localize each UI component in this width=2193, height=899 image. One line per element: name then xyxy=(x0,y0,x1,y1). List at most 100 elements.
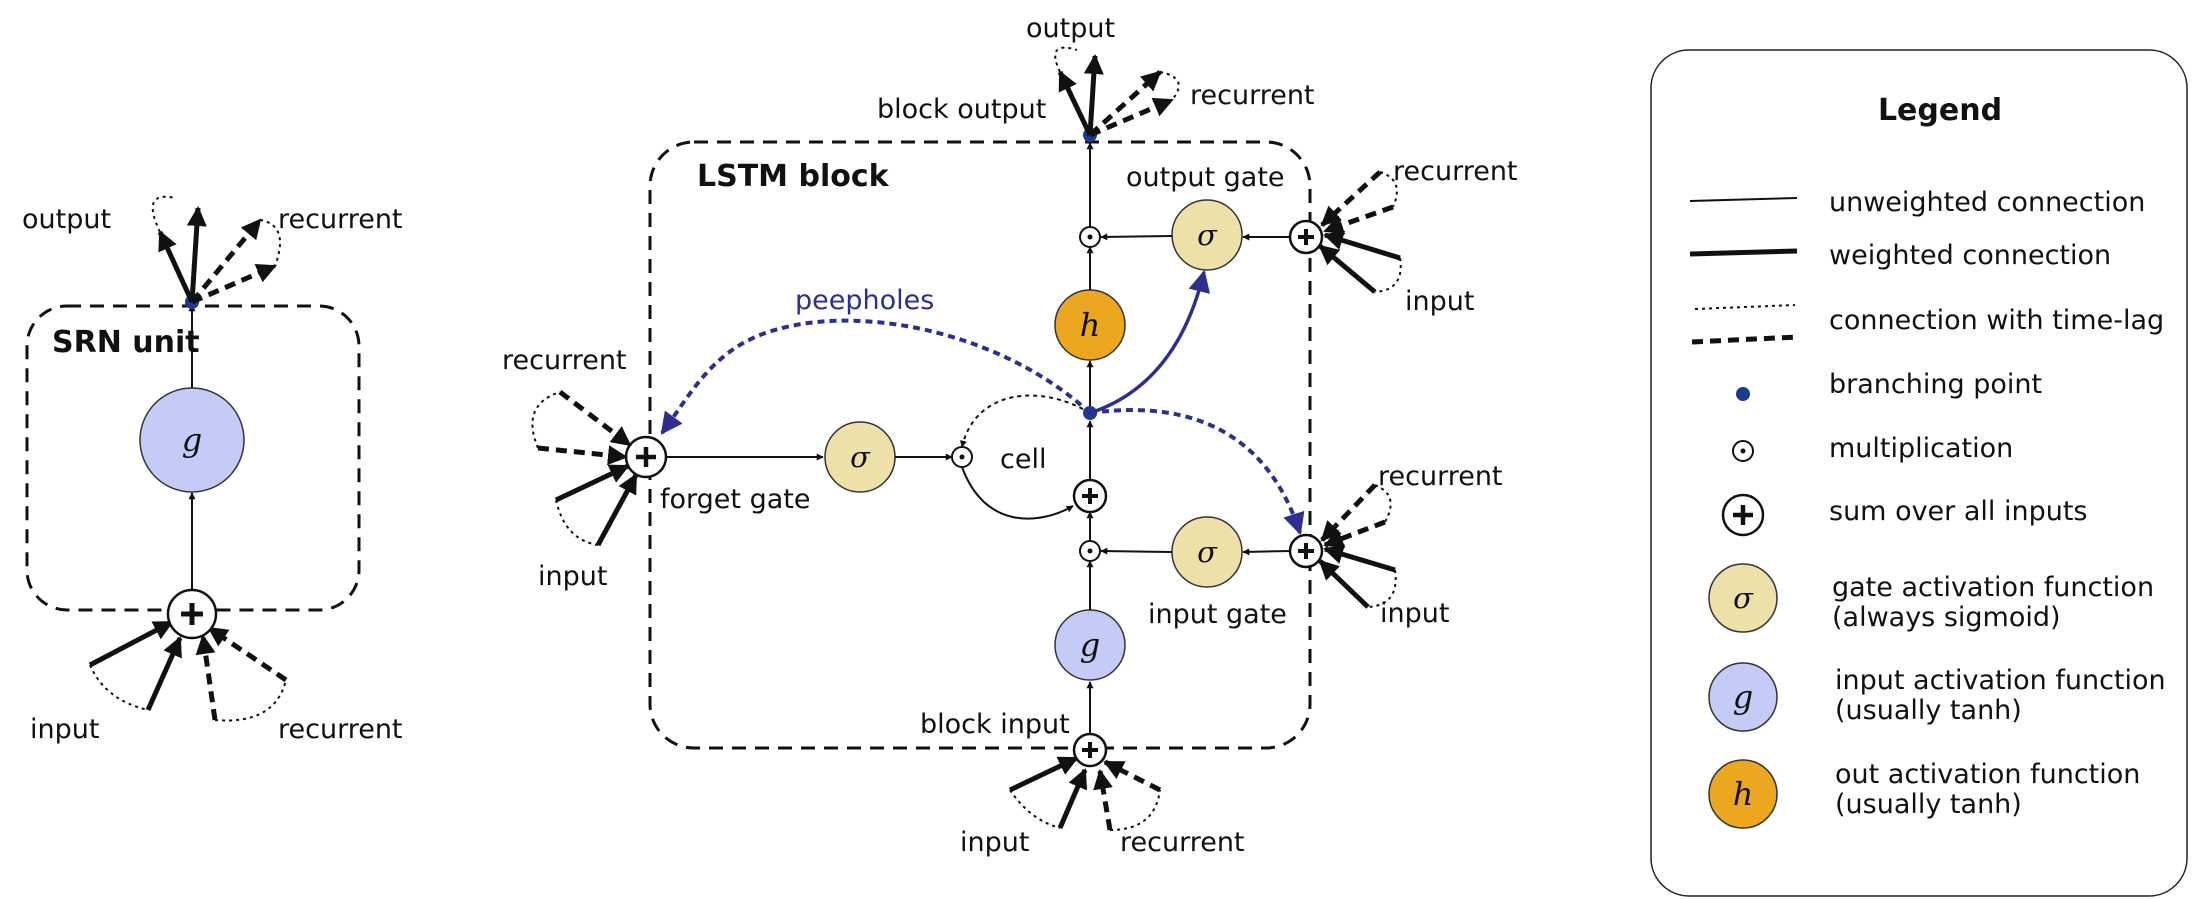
lstm-output-weighted-1 xyxy=(1057,70,1093,137)
legend: Legend unweighted connection weighted co… xyxy=(1650,49,2188,897)
lstm-input-gate-input-weighted-1 xyxy=(1323,544,1396,573)
lstm-forget-recurrent-label: recurrent xyxy=(502,345,627,376)
legend-output-activation-label-2: (usually tanh) xyxy=(1835,789,2022,820)
lstm-output-gate-input-label: input xyxy=(1405,286,1474,317)
lstm-title: LSTM block xyxy=(697,159,890,194)
lstm-input-gate-symbol: σ xyxy=(1197,535,1218,569)
lstm-output-label: output xyxy=(1026,13,1115,44)
legend-gate-label-2: (always sigmoid) xyxy=(1832,602,2061,633)
legend-gate-swatch xyxy=(1708,563,1778,633)
lstm-peephole-output xyxy=(1089,269,1211,415)
legend-weighted-label: weighted connection xyxy=(1829,240,2111,271)
lstm-input-activation-symbol: g xyxy=(1080,626,1100,664)
legend-timelag-thin-swatch xyxy=(1694,304,1796,310)
lstm-input-gate-input-weighted-2 xyxy=(1318,559,1370,609)
lstm-input-gate-sum-to-sigma xyxy=(1242,548,1291,556)
srn-recurrent-timelag-1 xyxy=(195,634,218,721)
srn-output-weighted-2 xyxy=(186,206,207,303)
srn-output-bracket xyxy=(151,195,176,233)
legend-output-activation-label-1: out activation function xyxy=(1835,759,2140,790)
legend-unweighted-label: unweighted connection xyxy=(1829,187,2145,218)
lstm-cell-sum-plus-icon xyxy=(1082,488,1098,504)
lstm-bottom-input-weighted-1 xyxy=(1008,755,1079,793)
srn-recurrent-bottom-label: recurrent xyxy=(278,714,403,745)
srn-input-bracket xyxy=(89,664,149,711)
lstm-forget-gate-plus-icon xyxy=(636,447,656,467)
lstm-bottom-input-bracket xyxy=(1009,789,1061,829)
srn-recurrent-out-bracket xyxy=(259,219,281,267)
lstm-forget-recurrent-timelag-2 xyxy=(558,390,632,447)
legend-title: Legend xyxy=(1878,93,2002,128)
srn-unit: SRN unit input recurrent g output recurr… xyxy=(22,195,403,745)
legend-input-activation-label-2: (usually tanh) xyxy=(1835,695,2022,726)
lstm-output-gate-input-weighted-1 xyxy=(1323,230,1401,261)
lstm-output-gate-recurrent-label: recurrent xyxy=(1393,156,1518,187)
legend-input-activation-symbol: g xyxy=(1733,678,1753,716)
lstm-output-activation-symbol: h xyxy=(1080,306,1101,344)
lstm-output-gate-recurrent-timelag-2 xyxy=(1323,204,1394,235)
lstm-recurrent-out-bracket xyxy=(1159,71,1180,101)
legend-box xyxy=(1650,49,2188,897)
lstm-peephole-forget xyxy=(660,318,1092,435)
lstm-block-input-label: block input xyxy=(920,709,1070,740)
lstm-input-mult-dot-icon xyxy=(1087,548,1093,554)
lstm-bottom-recurrent-timelag-1 xyxy=(1093,769,1113,831)
srn-input-weighted-2 xyxy=(145,636,183,712)
lstm-forget-recurrent-bracket xyxy=(531,391,561,449)
lstm-input-gate-to-mult xyxy=(1100,547,1173,555)
lstm-block: LSTM block input recurrent block input g… xyxy=(502,13,1518,858)
legend-output-activation-symbol: h xyxy=(1733,775,1754,813)
lstm-output-gate-input-weighted-2 xyxy=(1318,244,1377,294)
lstm-forget-input-weighted-1 xyxy=(554,463,630,503)
lstm-bottom-recurrent-label: recurrent xyxy=(1120,827,1245,858)
lstm-forget-to-cell-sum xyxy=(961,466,1074,520)
lstm-recurrent-top-label: recurrent xyxy=(1190,80,1315,111)
lstm-input-gate-label: input gate xyxy=(1148,599,1287,630)
lstm-input-gate-recurrent-bracket xyxy=(1374,484,1392,523)
srn-output-weighted-1 xyxy=(157,230,195,304)
lstm-output-gate-input-bracket xyxy=(1374,257,1402,293)
lstm-input-gate-input-label: input xyxy=(1380,598,1449,629)
srn-recurrent-bracket xyxy=(214,679,287,722)
legend-branch-swatch xyxy=(1736,387,1750,401)
lstm-recurrent-out-timelag-1 xyxy=(1088,70,1162,137)
srn-input-weighted-1 xyxy=(88,619,174,668)
srn-input-label: input xyxy=(30,714,99,745)
legend-weighted-swatch xyxy=(1689,248,1798,257)
lstm-forget-input-weighted-2 xyxy=(595,473,639,547)
lstm-bottom-recurrent-timelag-2 xyxy=(1103,759,1162,793)
lstm-recurrent-out-timelag-2 xyxy=(1089,97,1174,138)
lstm-forget-mult-dot-icon xyxy=(959,454,965,460)
srn-activation-symbol: g xyxy=(182,421,202,459)
srn-output-label: output xyxy=(22,204,111,235)
srn-title: SRN unit xyxy=(52,325,200,360)
legend-gate-label-1: gate activation function xyxy=(1832,572,2154,603)
lstm-block-output-label: block output xyxy=(877,94,1046,125)
lstm-output-gate-label: output gate xyxy=(1126,162,1285,193)
lstm-cell-recurrent-loop xyxy=(959,394,1091,448)
lstm-output-gate-to-mult xyxy=(1100,233,1173,241)
lstm-output-gate-plus-icon xyxy=(1298,229,1314,245)
lstm-cell-label: cell xyxy=(1000,444,1046,475)
legend-timelag-label: connection with time-lag xyxy=(1829,305,2164,336)
lstm-forget-gate-symbol: σ xyxy=(850,440,871,474)
legend-gate-symbol: σ xyxy=(1733,581,1754,615)
legend-mult-dot-icon xyxy=(1740,448,1746,454)
lstm-peepholes-label: peepholes xyxy=(795,285,934,316)
legend-input-activation-label-1: input activation function xyxy=(1835,665,2166,696)
lstm-output-gate-symbol: σ xyxy=(1197,218,1218,252)
srn-recurrent-out-timelag-2 xyxy=(191,263,277,305)
lstm-forget-input-bracket xyxy=(555,499,599,546)
lstm-bottom-input-weighted-2 xyxy=(1057,768,1088,829)
lstm-output-mult-dot-icon xyxy=(1087,234,1093,240)
lstm-input-gate-recurrent-timelag-1 xyxy=(1320,483,1377,542)
srn-recurrent-top-label: recurrent xyxy=(278,204,403,235)
srn-sum-plus-icon xyxy=(181,603,203,625)
lstm-output-gate-recurrent-timelag-1 xyxy=(1320,170,1382,227)
lstm-forget-gate-label: forget gate xyxy=(660,484,810,515)
legend-sum-label: sum over all inputs xyxy=(1829,496,2088,527)
lstm-peephole-input xyxy=(1089,408,1305,536)
legend-output-activation-swatch xyxy=(1708,759,1778,829)
legend-unweighted-swatch xyxy=(1689,197,1798,202)
